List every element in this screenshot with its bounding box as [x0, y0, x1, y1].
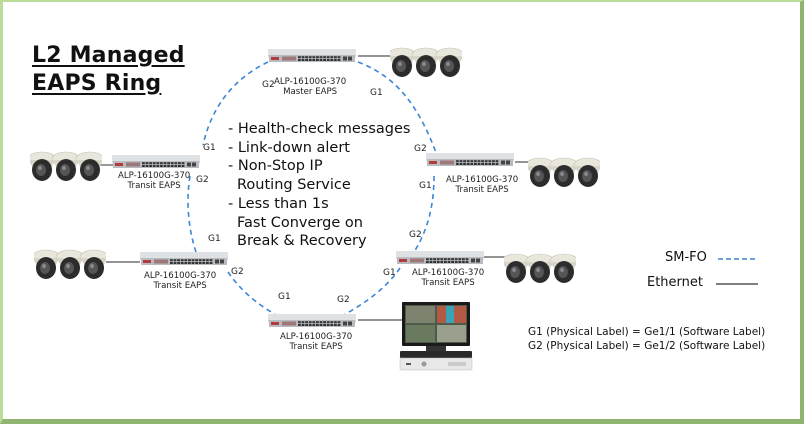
- camera-group-left-upper: [27, 146, 105, 186]
- switch-role: Transit EAPS: [289, 342, 343, 352]
- feature-item: Fast Converge on: [237, 214, 363, 231]
- dome-camera-icon: [55, 249, 85, 279]
- feature-item: - Less than 1s: [228, 195, 329, 212]
- fiber-link-left: [187, 175, 197, 253]
- switch-label-right-upper: ALP-16100G-370 Transit EAPS: [446, 175, 518, 195]
- fiber-link-bottom-left: [227, 271, 279, 317]
- dome-camera-icon: [387, 47, 417, 77]
- diagram-title: L2 Managed EAPS Ring: [32, 42, 185, 98]
- switch-model: ALP-16100G-370: [274, 77, 347, 87]
- fiber-link-bottom-right: [341, 267, 401, 317]
- dome-camera-icon: [549, 157, 579, 187]
- port-label: G2: [196, 175, 209, 185]
- dome-camera-icon: [31, 249, 61, 279]
- switch-role: Transit EAPS: [455, 185, 509, 195]
- port-label: G2: [414, 144, 427, 154]
- camera-group-right-upper: [525, 152, 603, 192]
- dome-camera-icon: [501, 253, 531, 283]
- switch-model: ALP-16100G-370: [118, 171, 191, 181]
- mapping-g1: G1 (Physical Label) = Ge1/1 (Software La…: [528, 326, 766, 338]
- port-label: G1: [278, 292, 291, 302]
- dome-cameras-icon: [525, 157, 603, 187]
- title-line-2: EAPS Ring: [32, 71, 162, 96]
- dome-cameras-icon: [27, 151, 105, 181]
- network-switch-icon: [396, 251, 484, 264]
- network-switch-icon: [268, 314, 356, 327]
- dome-camera-icon: [573, 157, 603, 187]
- fiber-link-top-right: [357, 61, 438, 156]
- switch-label-left-lower: ALP-16100G-370 Transit EAPS: [144, 271, 216, 291]
- dome-camera-icon: [79, 249, 109, 279]
- switch-model: ALP-16100G-370: [412, 268, 485, 278]
- dome-camera-icon: [525, 253, 555, 283]
- switch-label-left-upper: ALP-16100G-370 Transit EAPS: [118, 171, 190, 191]
- port-label: G2: [409, 230, 422, 240]
- camera-group-right-lower: [501, 248, 579, 288]
- dome-camera-icon: [435, 47, 465, 77]
- switch-label-right-lower: ALP-16100G-370 Transit EAPS: [412, 268, 484, 288]
- switch-top: [268, 48, 356, 62]
- network-switch-icon: [112, 155, 200, 168]
- switch-role: Transit EAPS: [153, 281, 207, 291]
- fiber-ring: [187, 61, 438, 317]
- fiber-link-top-left: [202, 61, 269, 146]
- nvr-monitor-icon: [399, 302, 473, 371]
- switch-role: Master EAPS: [283, 87, 338, 97]
- dome-camera-icon: [411, 47, 441, 77]
- mapping-g2: G2 (Physical Label) = Ge1/2 (Software La…: [528, 340, 766, 352]
- legend-fiber-line: [718, 258, 758, 260]
- feature-item: Routing Service: [237, 177, 351, 194]
- camera-group-top: [387, 42, 465, 82]
- feature-item: - Health-check messages: [228, 121, 411, 137]
- port-mapping-note: G1 (Physical Label) = Ge1/1 (Software La…: [528, 325, 765, 353]
- ethernet-links: [100, 55, 532, 321]
- port-label: G2: [231, 267, 244, 277]
- port-label: G1: [383, 268, 396, 278]
- dome-camera-icon: [27, 151, 57, 181]
- feature-item: Break & Recovery: [237, 233, 367, 250]
- port-label: G1: [370, 88, 383, 98]
- dome-camera-icon: [51, 151, 81, 181]
- dome-cameras-icon: [387, 47, 465, 77]
- camera-group-left-lower: [31, 244, 109, 284]
- switch-role: Transit EAPS: [127, 181, 181, 191]
- legend-ethernet-label: Ethernet: [647, 275, 703, 290]
- dome-cameras-icon: [501, 253, 579, 283]
- switch-right-lower: [396, 250, 484, 264]
- switch-bottom: [268, 313, 356, 327]
- title-line-1: L2 Managed: [32, 43, 185, 68]
- fiber-link-right: [413, 175, 435, 253]
- switch-role: Transit EAPS: [421, 278, 475, 288]
- dome-camera-icon: [75, 151, 105, 181]
- port-label: G1: [203, 143, 216, 153]
- switch-label-top: ALP-16100G-370 Master EAPS: [274, 77, 346, 97]
- port-label: G1: [419, 181, 432, 191]
- legend-ethernet-line: [716, 283, 758, 285]
- switch-model: ALP-16100G-370: [280, 332, 353, 342]
- dome-cameras-icon: [31, 249, 109, 279]
- feature-list: - Health-check messages - Link-down aler…: [228, 120, 410, 251]
- switch-model: ALP-16100G-370: [144, 271, 217, 281]
- network-switch-icon: [140, 252, 228, 265]
- switch-left-lower: [140, 251, 228, 265]
- switch-right-upper: [426, 152, 514, 166]
- port-label: G1: [208, 234, 221, 244]
- port-label: G2: [262, 80, 275, 90]
- port-label: G2: [337, 295, 350, 305]
- legend-fiber-label: SM-FO: [665, 250, 707, 265]
- switch-model: ALP-16100G-370: [446, 175, 519, 185]
- network-switch-icon: [426, 153, 514, 166]
- feature-item: - Link-down alert: [228, 139, 350, 156]
- switch-label-bottom: ALP-16100G-370 Transit EAPS: [280, 332, 352, 352]
- network-switch-icon: [268, 49, 356, 62]
- feature-item: - Non-Stop IP: [228, 158, 323, 175]
- dome-camera-icon: [549, 253, 579, 283]
- dome-camera-icon: [525, 157, 555, 187]
- switch-left-upper: [112, 154, 200, 168]
